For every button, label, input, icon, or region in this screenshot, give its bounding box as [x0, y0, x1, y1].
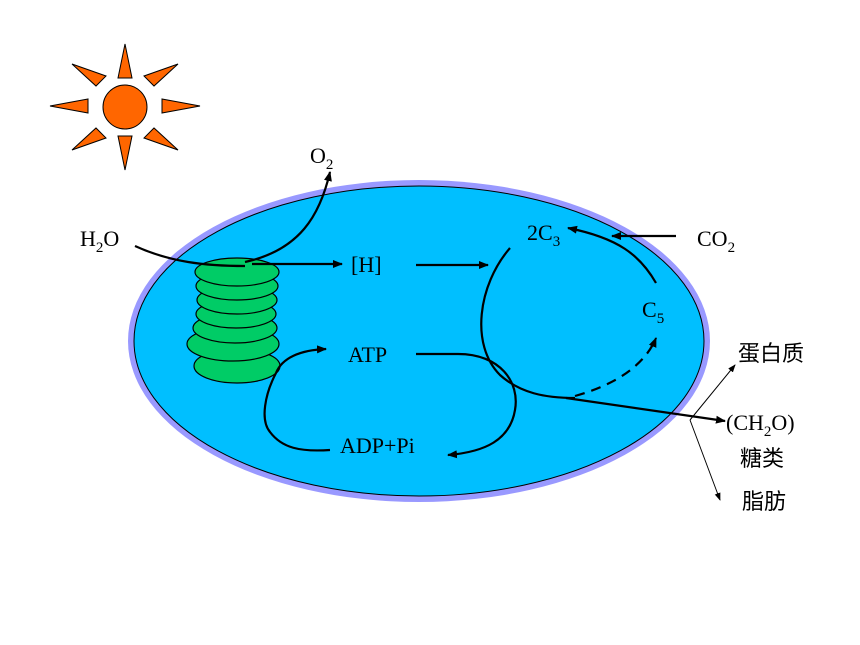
ch2o-label: (CH2O) [726, 410, 795, 440]
to-protein-arrow [689, 364, 736, 421]
two-c3-label: 2C3 [527, 220, 560, 250]
h2o-inflow-arrow [134, 244, 246, 268]
protein-label: 蛋白质 [738, 342, 804, 367]
atp-synthesis-arrow [263, 372, 331, 452]
fat-label: 脂肪 [742, 490, 786, 515]
sugar-label: 糖类 [740, 447, 784, 472]
to-fat-arrow [689, 419, 721, 501]
c5-regeneration-arrow [567, 225, 657, 284]
sun-icon [49, 43, 201, 171]
adp-pi-label: ADP+Pi [340, 433, 415, 458]
regeneration-dashed-arrow [574, 337, 658, 398]
atp-formation-arrow [274, 345, 327, 374]
calvin-cycle-arc [480, 247, 576, 400]
h2o-label: H2O [80, 226, 119, 256]
atp-to-adp-arrow [416, 352, 517, 459]
c5-label: C5 [642, 297, 664, 327]
h-label: [H] [351, 252, 382, 277]
atp-label: ATP [348, 342, 387, 367]
ch2o-output-arrow [565, 396, 726, 424]
o2-release-arrow [244, 171, 332, 264]
o2-label: O2 [310, 143, 333, 173]
co2-label: CO2 [697, 226, 735, 256]
thylakoid-stack-icon [186, 257, 281, 384]
